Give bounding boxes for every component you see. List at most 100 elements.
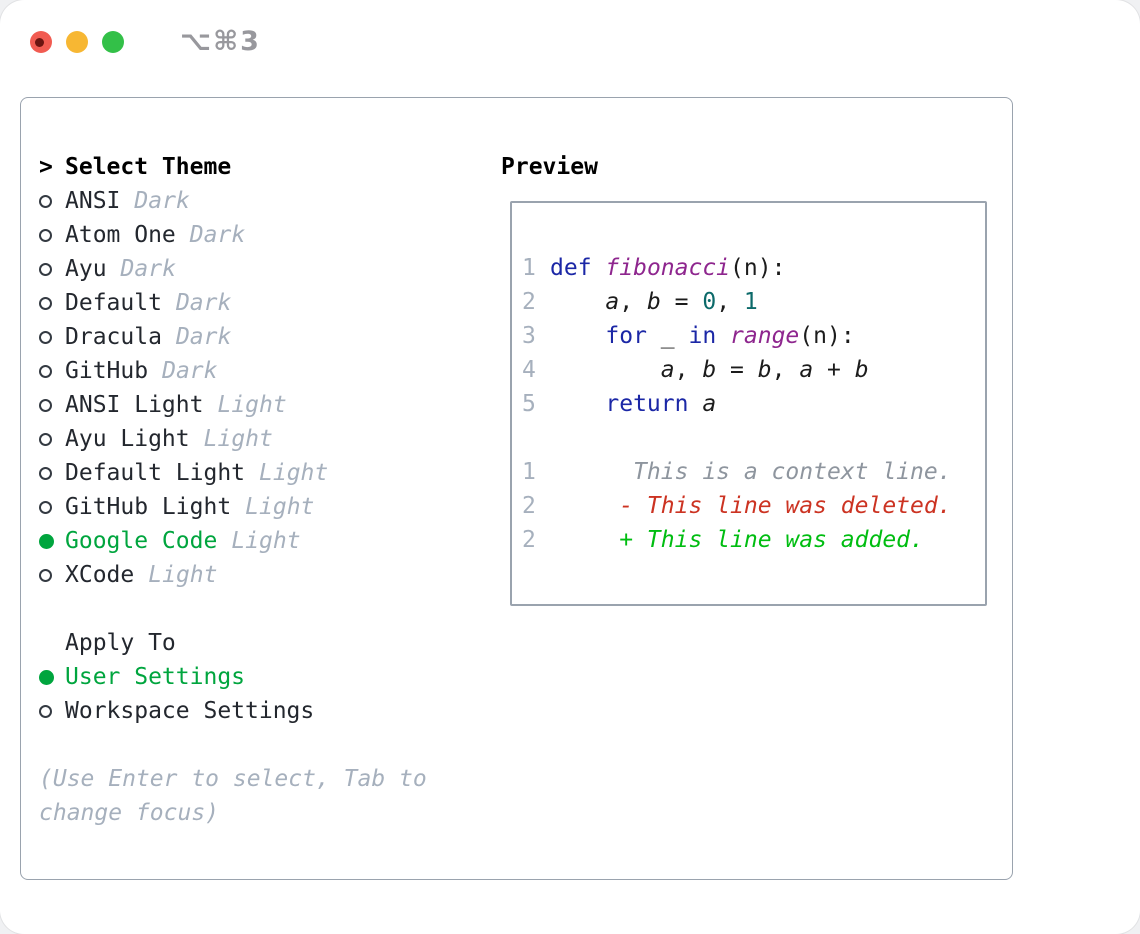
option-label: ANSI Light: [65, 392, 204, 418]
code-token-fn: range: [730, 323, 800, 349]
option-label: User Settings: [65, 664, 246, 690]
theme-option-default-light[interactable]: Default Light Light: [39, 456, 427, 490]
theme-option-default[interactable]: Default Dark: [39, 286, 427, 320]
code-token-lit: 1: [743, 289, 758, 315]
option-label: Default: [65, 290, 162, 316]
option-label: Workspace Settings: [65, 698, 315, 724]
line-number: 1: [522, 255, 536, 281]
apply-option-workspace-settings[interactable]: Workspace Settings: [39, 694, 427, 728]
variant-label: Dark: [189, 222, 246, 248]
code-token-lit: 0: [702, 289, 717, 315]
code-token-var: a: [660, 357, 675, 383]
spacer-row: [39, 728, 427, 762]
radio-unselected-icon: [39, 704, 52, 718]
code-token-pl: [688, 391, 702, 417]
variant-label: Light: [259, 460, 329, 486]
theme-option-dracula[interactable]: Dracula Dark: [39, 320, 427, 354]
line-number: 1: [522, 459, 536, 485]
radio-unselected-icon: [39, 500, 52, 514]
code-token-pl: [716, 323, 730, 349]
radio-unselected-icon: [39, 262, 52, 276]
code-token-pl: ,: [771, 357, 800, 383]
zoom-button[interactable]: [102, 30, 124, 53]
code-token-pl: [550, 391, 605, 417]
apply-to-header: Apply To: [39, 626, 427, 660]
radio-unselected-icon: [39, 296, 52, 310]
code-token-kw: return: [605, 391, 689, 417]
code-token-var: b: [646, 289, 661, 315]
theme-option-ansi-light[interactable]: ANSI Light Light: [39, 388, 427, 422]
variant-label: Light: [203, 426, 273, 452]
code-token-pl: =: [660, 289, 703, 315]
apply-option-user-settings[interactable]: User Settings: [39, 660, 427, 694]
line-number: 4: [522, 357, 536, 383]
variant-label: Light: [245, 494, 315, 520]
code-token-var: a: [799, 357, 814, 383]
code-token-pl: ,: [716, 289, 744, 315]
line-number: 2: [522, 493, 536, 519]
minimize-button[interactable]: [66, 30, 88, 53]
code-token-pl: +: [813, 357, 855, 383]
theme-option-atom-one[interactable]: Atom One Dark: [39, 218, 427, 252]
option-label: Default Light: [65, 460, 246, 486]
code-token-pl: =: [716, 357, 758, 383]
variant-label: Light: [217, 392, 287, 418]
radio-unselected-icon: [39, 432, 52, 446]
code-token-kw: in: [688, 323, 717, 349]
hint-text-line1: (Use Enter to select, Tab to: [39, 766, 427, 792]
variant-label: Dark: [162, 358, 218, 384]
variant-label: Dark: [120, 256, 176, 282]
option-label: Atom One: [65, 222, 176, 248]
radio-unselected-icon: [39, 194, 52, 208]
code-token-pl: ,: [674, 357, 703, 383]
code-token-var: a: [605, 289, 620, 315]
preview-line: 1 This is a context line.: [522, 455, 975, 489]
theme-option-github[interactable]: GitHub Dark: [39, 354, 427, 388]
code-token-kw: for: [605, 323, 647, 349]
apply-to-title: Apply To: [65, 630, 176, 656]
radio-unselected-icon: [39, 568, 52, 582]
variant-label: Dark: [175, 324, 232, 350]
preview-line: 4 a, b = b, a + b: [522, 353, 975, 387]
code-token-pl: [550, 357, 661, 383]
code-token-pl: [550, 323, 605, 349]
select-theme-title: Select Theme: [65, 154, 232, 180]
option-label: Dracula: [65, 324, 162, 350]
line-number: 2: [522, 527, 536, 553]
preview-line: 2 + This line was added.: [522, 523, 975, 557]
line-number: 3: [522, 323, 536, 349]
preview-line: [522, 421, 975, 455]
radio-unselected-icon: [39, 364, 52, 378]
window-titlebar: ⌥⌘3: [30, 26, 261, 57]
preview-line: 3 for _ in range(n):: [522, 319, 975, 353]
option-label: GitHub: [65, 358, 149, 384]
variant-label: Dark: [175, 290, 232, 316]
option-label: XCode: [65, 562, 135, 588]
line-number: 5: [522, 391, 536, 417]
radio-unselected-icon: [39, 228, 52, 242]
option-label: ANSI: [65, 188, 121, 214]
code-token-ctx: This is a context line.: [550, 459, 952, 485]
code-token-pl: (n):: [730, 255, 786, 281]
radio-selected-icon: [39, 669, 54, 685]
preview-line: 2 - This line was deleted.: [522, 489, 975, 523]
preview-title: Preview: [501, 154, 598, 180]
code-token-var: a: [702, 391, 717, 417]
close-button[interactable]: [30, 30, 52, 53]
code-token-del: - This line was deleted.: [550, 493, 952, 519]
preview-line: 2 a, b = 0, 1: [522, 285, 975, 319]
radio-selected-icon: [39, 533, 54, 549]
radio-unselected-icon: [39, 466, 52, 480]
variant-label: Light: [231, 528, 301, 554]
